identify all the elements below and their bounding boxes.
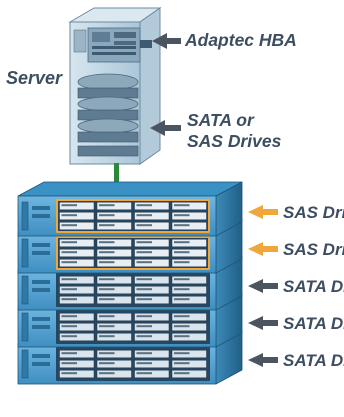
- drive-enclosure-icon: [17, 181, 243, 237]
- arrow-left-icon: [248, 316, 278, 330]
- hba-label: Adaptec HBA: [184, 30, 297, 50]
- shelf-arrows: [248, 205, 278, 367]
- shelf-label: SAS Drives: [283, 203, 344, 222]
- shelf-label: SATA Drives: [283, 277, 344, 296]
- shelf-label: SATA Drives: [283, 351, 344, 370]
- arrow-left-icon: [248, 242, 278, 256]
- sata-or-label: SATA or: [187, 110, 255, 130]
- server-drives-arrow-icon: [150, 120, 181, 136]
- arrow-left-icon: [248, 205, 278, 219]
- shelf-label: SAS Drives: [283, 240, 344, 259]
- shelf-label: SATA Drives: [283, 314, 344, 333]
- server-label: Server: [6, 68, 63, 88]
- server-tower-icon: [68, 7, 162, 165]
- hba-arrow-icon: [152, 33, 181, 49]
- server-drive-bays: [77, 73, 139, 157]
- arrow-left-icon: [248, 353, 278, 367]
- server-sas-drives-label: SAS Drives: [187, 131, 282, 151]
- hba-card-icon: [87, 27, 152, 63]
- arrow-left-icon: [248, 279, 278, 293]
- enclosure-stack: [17, 181, 243, 385]
- drive-enclosure-icon: [17, 255, 243, 311]
